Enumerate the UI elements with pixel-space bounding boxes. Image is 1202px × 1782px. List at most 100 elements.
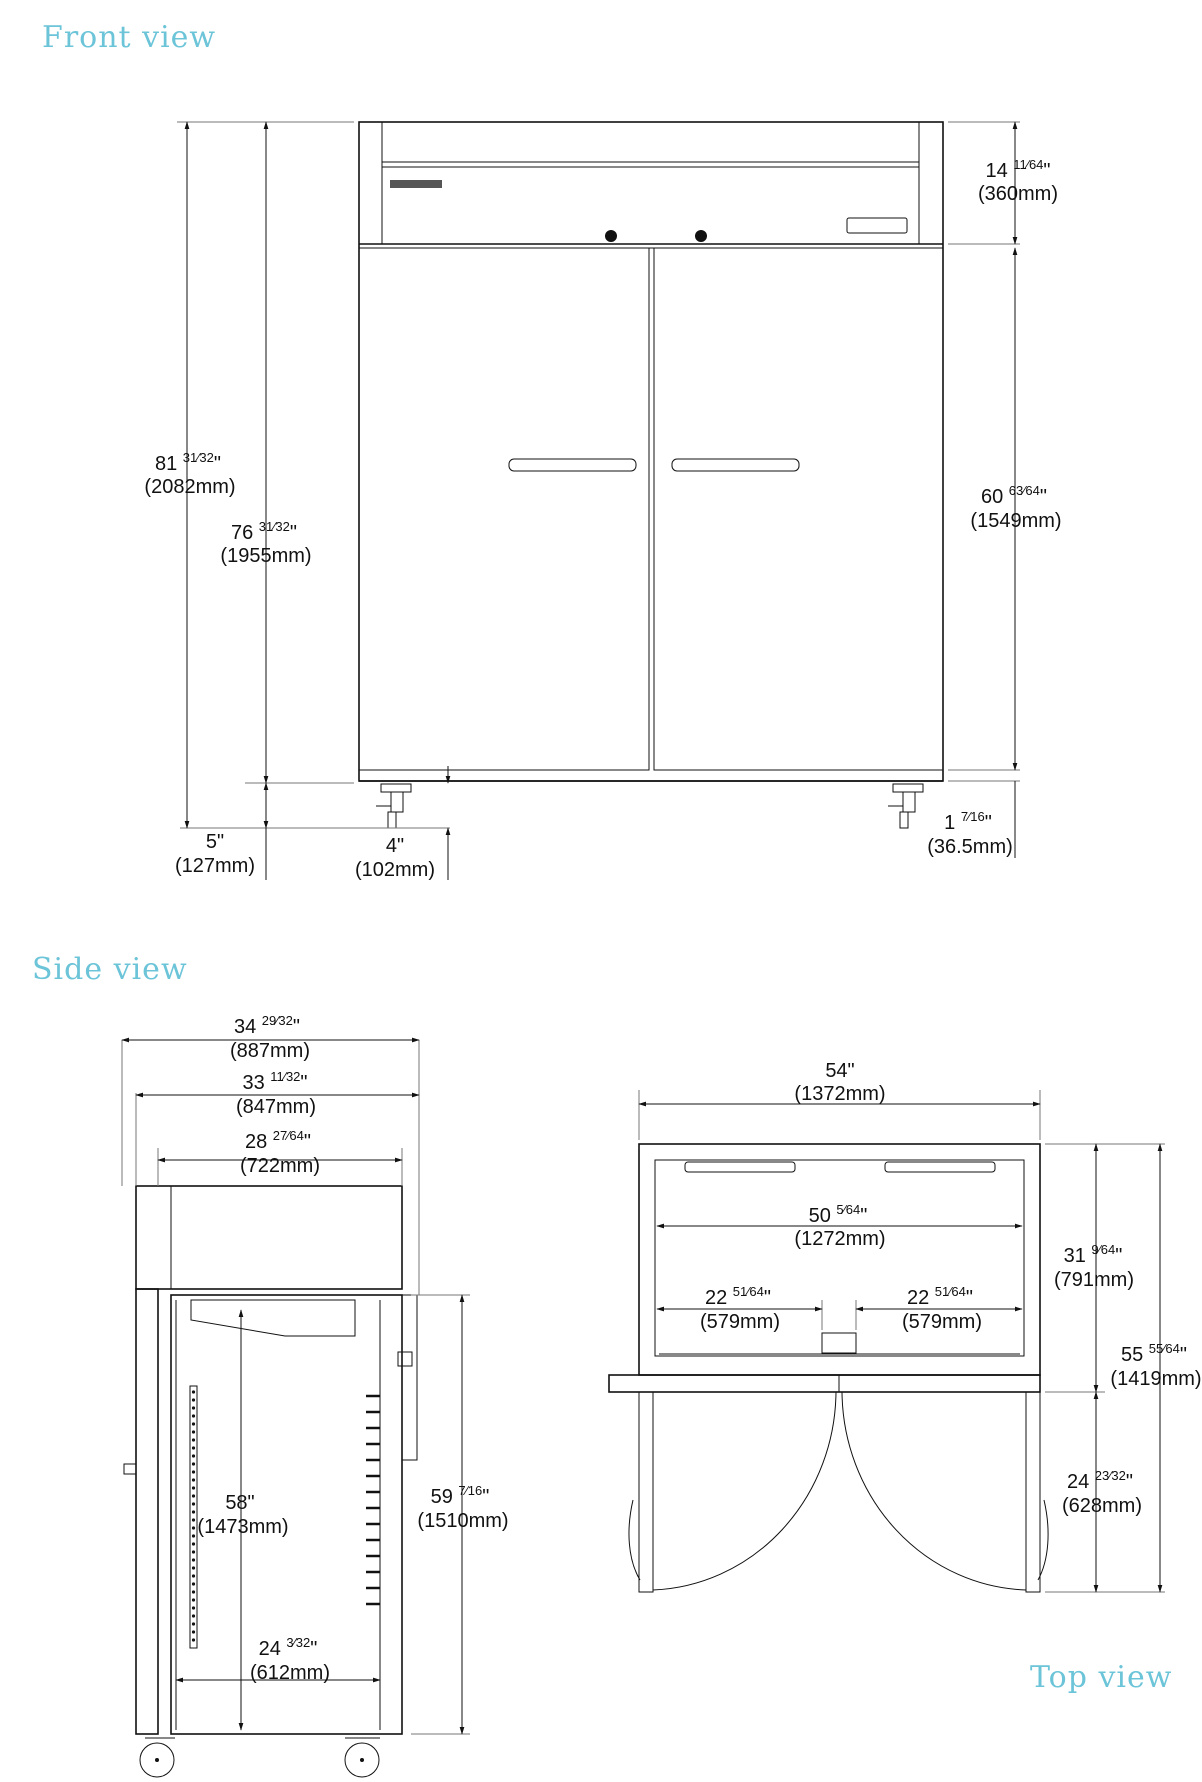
side-view: 34 29⁄32" (887mm) 33 11⁄32" (847mm) 28 2… (121, 1013, 509, 1778)
shelf-hole (191, 1614, 196, 1618)
depth-interior-label: 28 27⁄64" (245, 1128, 311, 1153)
shelf-hole (191, 1630, 196, 1634)
brand-logo (390, 180, 442, 188)
interior-width-label: 50 5⁄64" (809, 1202, 868, 1227)
shelf-hole (191, 1494, 196, 1498)
right-door (653, 247, 944, 771)
shelf-hole (191, 1390, 196, 1394)
center-mullion (821, 1332, 857, 1354)
right-evaporator (884, 1161, 996, 1173)
shelf-standard-holes (191, 1390, 196, 1642)
shelf-hole (191, 1510, 196, 1514)
depth-overall-label: 34 29⁄32" (234, 1013, 300, 1038)
shelf-hole (191, 1534, 196, 1538)
lock-icon (695, 230, 707, 242)
interior-height-label: 58" (225, 1492, 254, 1514)
left-evaporator (684, 1161, 796, 1173)
shelf-hole (191, 1406, 196, 1410)
caster-offset-mm: (102mm) (355, 859, 435, 881)
shelf-hole (191, 1590, 196, 1594)
door-swing-label: 24 23⁄32" (1067, 1468, 1133, 1493)
right-half-label: 22 51⁄64" (907, 1284, 973, 1309)
rear-compartment (402, 1294, 418, 1461)
door-opening-height-label: 59 7⁄16" (431, 1483, 490, 1508)
top-cabinet-outline (638, 1143, 1041, 1376)
shelf-standard (189, 1385, 198, 1649)
door-height-mm: (1549mm) (970, 510, 1061, 532)
width-overall-mm: (1372mm) (794, 1083, 885, 1105)
left-door-swing (652, 1391, 837, 1591)
caster-height-label: 5" (206, 831, 224, 853)
front-view: 14 11⁄64" (360mm) 81 31⁄32" (2082mm) 76 … (144, 121, 1062, 881)
shelf-hole (191, 1582, 196, 1586)
door-swing-mm: (628mm) (1062, 1495, 1142, 1517)
overall-height-mm: (2082mm) (144, 476, 235, 498)
shelf-hole (191, 1622, 196, 1626)
front-view-title: Front view (42, 20, 217, 55)
right-open-door (1025, 1391, 1041, 1593)
body-height-label: 76 31⁄32" (231, 519, 297, 544)
side-door-handle (123, 1463, 137, 1475)
evaporator-coil (190, 1299, 356, 1337)
shelf-hole (191, 1462, 196, 1466)
left-door (358, 247, 650, 771)
shelf-hole (191, 1566, 196, 1570)
shelf-hole (191, 1638, 196, 1642)
interior-depth-label: 24 3⁄32" (259, 1635, 318, 1660)
shelf-hole (191, 1598, 196, 1602)
shelf-hole (191, 1438, 196, 1442)
top-interior (654, 1159, 1025, 1357)
rear-fins (366, 1394, 380, 1606)
shelf-hole (191, 1526, 196, 1530)
left-half-label: 22 51⁄64" (705, 1284, 771, 1309)
door-opening-height-mm: (1510mm) (417, 1510, 508, 1532)
shelf-hole (191, 1454, 196, 1458)
cabinet-depth-label: 31 9⁄64" (1064, 1242, 1123, 1267)
shelf-hole (191, 1446, 196, 1450)
right-caster-icon (888, 783, 924, 829)
shelf-hole (191, 1398, 196, 1402)
top-height-label: 14 11⁄64" (985, 157, 1050, 182)
right-door-handle (671, 458, 800, 472)
shelf-hole (191, 1486, 196, 1490)
top-door-frame (608, 1374, 1041, 1393)
depth-body-label: 33 11⁄32" (242, 1069, 307, 1094)
interior-width-mm: (1272mm) (794, 1228, 885, 1250)
left-half-mm: (579mm) (700, 1311, 780, 1333)
interior-height-mm: (1473mm) (197, 1516, 288, 1538)
door-height-label: 60 63⁄64" (981, 483, 1047, 508)
caster-height-mm: (127mm) (175, 855, 255, 877)
depth-body-mm: (847mm) (236, 1096, 316, 1118)
side-door (135, 1288, 159, 1735)
floor-gap-mm: (36.5mm) (927, 836, 1013, 858)
side-top-section (135, 1185, 403, 1290)
shelf-hole (191, 1518, 196, 1522)
shelf-hole (191, 1550, 196, 1554)
shelf-hole (191, 1430, 196, 1434)
body-height-mm: (1955mm) (220, 545, 311, 567)
side-caster-icon (139, 1737, 380, 1778)
right-half-mm: (579mm) (902, 1311, 982, 1333)
shelf-hole (191, 1606, 196, 1610)
caster-offset-label: 4" (386, 835, 404, 857)
depth-overall-mm: (887mm) (230, 1040, 310, 1062)
cabinet-depth-mm: (791mm) (1054, 1269, 1134, 1291)
lock-icon (605, 230, 617, 242)
floor-gap-label: 1 7⁄16" (944, 809, 992, 834)
shelf-hole (191, 1414, 196, 1418)
shelf-hole (191, 1502, 196, 1506)
shelf-hole (191, 1558, 196, 1562)
right-door-swing (841, 1391, 1027, 1591)
top-height-mm: (360mm) (978, 183, 1058, 205)
depth-doors-open-label: 55 55⁄64" (1121, 1341, 1187, 1366)
left-open-door (638, 1391, 654, 1593)
side-body (170, 1294, 403, 1735)
left-door-handle (508, 458, 637, 472)
shelf-hole (191, 1422, 196, 1426)
shelf-hole (191, 1542, 196, 1546)
width-overall-label: 54" (825, 1060, 854, 1082)
left-caster-icon (376, 783, 412, 829)
shelf-hole (191, 1478, 196, 1482)
depth-interior-mm: (722mm) (240, 1155, 320, 1177)
shelf-hole (191, 1574, 196, 1578)
